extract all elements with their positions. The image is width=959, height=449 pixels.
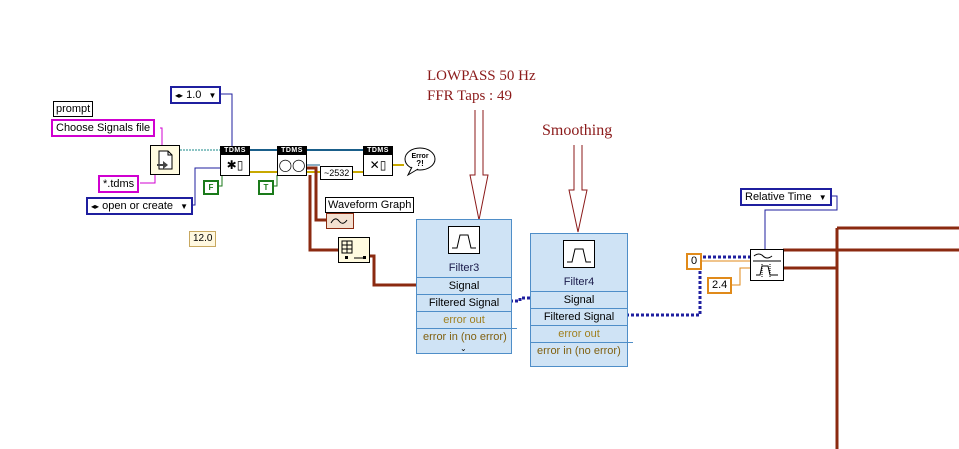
version-value: 1.0 xyxy=(186,89,202,101)
wire-out-2 xyxy=(783,266,839,449)
waveform-graph-label: Waveform Graph xyxy=(325,197,415,213)
filter3-error-in[interactable]: error in (no error) xyxy=(417,328,517,345)
increment-arrows-icon[interactable]: ◂▸ xyxy=(175,91,184,100)
annotation-smoothing: Smoothing xyxy=(542,122,613,139)
waveform-graph-terminal[interactable] xyxy=(326,213,354,229)
filter4-error-out[interactable]: error out xyxy=(531,325,627,342)
filter4-express-vi[interactable]: Filter4 Signal Filtered Signal error out… xyxy=(530,233,633,367)
filter3-express-vi[interactable]: Filter3 Signal Filtered Signal error out… xyxy=(416,219,517,354)
filter4-error-in[interactable]: error in (no error) xyxy=(531,342,633,359)
filter4-title: Filter4 xyxy=(563,276,595,288)
wire-waveform-graph xyxy=(306,166,326,222)
wire-time-format xyxy=(764,195,838,250)
chevron-down-icon[interactable]: ▼ xyxy=(180,202,189,211)
wire-pattern xyxy=(140,175,156,184)
file-dialog-node[interactable] xyxy=(150,145,180,175)
time-format-control[interactable]: Relative Time ▼ xyxy=(740,188,832,206)
annotation-lowpass-line1: LOWPASS 50 Hz xyxy=(427,68,536,84)
file-dialog-icon xyxy=(157,150,173,170)
time-format-value: Relative Time xyxy=(745,191,812,203)
svg-text:?!: ?! xyxy=(416,159,424,168)
filter4-signal-input[interactable]: Signal xyxy=(531,291,627,308)
chevron-down-icon[interactable]: ▼ xyxy=(208,91,217,100)
tdms-header: TDMS xyxy=(278,147,306,155)
tdms-close-node[interactable]: TDMS ✕▯ xyxy=(363,146,393,176)
annotation-lowpass-line2: FFR Taps : 49 xyxy=(427,88,512,104)
tdms-read-node[interactable]: TDMS ◯◯ xyxy=(277,146,307,176)
tdms-header: TDMS xyxy=(221,147,249,155)
tdms-open-node[interactable]: TDMS ✱▯ xyxy=(220,146,250,176)
error-icon-text: Error xyxy=(411,153,428,160)
wire-prompt xyxy=(160,127,163,148)
version-control[interactable]: ◂▸ 1.0 ▼ xyxy=(170,86,222,104)
table-grid-icon xyxy=(341,240,366,259)
prompt-label: prompt xyxy=(53,101,94,117)
wire-filter4-out xyxy=(626,255,750,317)
arrow-lowpass xyxy=(469,110,489,221)
false-constant[interactable]: F xyxy=(203,180,219,195)
close-file-icon: ✕▯ xyxy=(369,158,387,172)
error-handler-node[interactable]: Error ?! xyxy=(404,147,436,177)
expand-chevron-icon[interactable]: ⌄ xyxy=(460,344,467,353)
wire-filter3-filter4 xyxy=(510,296,530,303)
chevron-down-icon[interactable]: ▼ xyxy=(818,193,827,202)
filter3-filtered-output[interactable]: Filtered Signal xyxy=(417,294,511,311)
filter-icon xyxy=(448,226,480,254)
filter3-error-out[interactable]: error out xyxy=(417,311,511,328)
filter3-title: Filter3 xyxy=(448,262,480,274)
wire-2-4 xyxy=(729,267,750,286)
operation-enum-control[interactable]: ◂▸ open or create ▼ xyxy=(86,197,194,215)
constant-2-4[interactable]: 2.4 xyxy=(707,277,733,294)
waveform-filter-icon xyxy=(753,253,781,277)
filter3-signal-input[interactable]: Signal xyxy=(417,277,511,294)
wire-build-array xyxy=(308,175,340,252)
tdms-header: TDMS xyxy=(364,147,392,155)
prompt-string-constant[interactable]: Choose Signals file xyxy=(51,119,156,137)
waveform-icon xyxy=(330,218,348,224)
pattern-string-constant[interactable]: *.tdms xyxy=(98,175,140,193)
arrow-smoothing xyxy=(568,145,588,233)
index-constant[interactable]: ~2532 xyxy=(320,166,354,180)
build-array-node[interactable] xyxy=(338,237,370,263)
zero-constant[interactable]: 0 xyxy=(686,253,703,270)
filter-icon xyxy=(563,240,595,268)
true-constant[interactable]: T xyxy=(258,180,274,195)
numeric-constant-12[interactable]: 12.0 xyxy=(189,231,217,247)
operation-value: open or create xyxy=(102,200,174,212)
read-glasses-icon: ◯◯ xyxy=(278,158,306,172)
open-file-icon: ✱▯ xyxy=(226,158,244,172)
wire-filter3-in xyxy=(370,254,416,287)
increment-arrows-icon[interactable]: ◂▸ xyxy=(91,202,100,211)
filter4-filtered-output[interactable]: Filtered Signal xyxy=(531,308,627,325)
waveform-subset-node[interactable] xyxy=(750,249,784,281)
error-speech-bubble-icon: Error ?! xyxy=(404,147,436,177)
